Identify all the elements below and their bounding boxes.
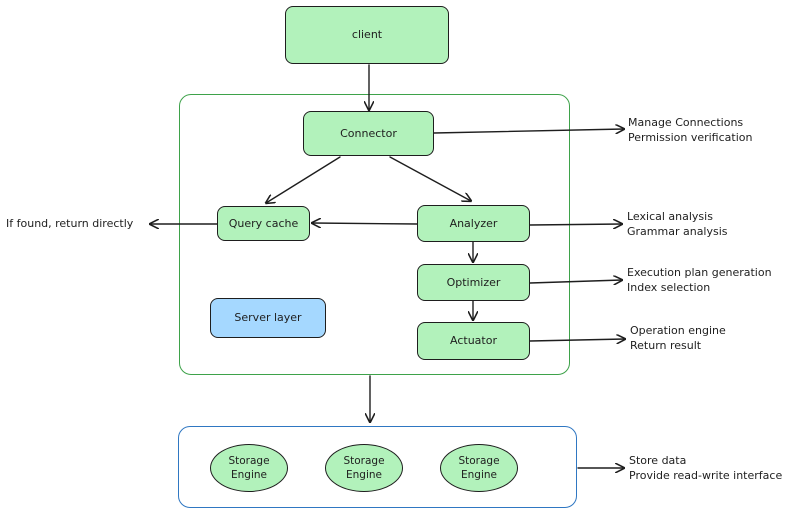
storage-engine-2: Storage Engine: [325, 444, 403, 492]
analyzer-node: Analyzer: [417, 205, 530, 242]
query-cache-node: Query cache: [217, 206, 310, 241]
storage-engine-3-line2: Engine: [461, 469, 497, 481]
storage-engine-1: Storage Engine: [210, 444, 288, 492]
optimizer-note-line2: Index selection: [627, 281, 711, 294]
edge-actuator-note: [529, 339, 625, 341]
optimizer-label: Optimizer: [446, 275, 501, 289]
server-layer-label: Server layer: [234, 311, 302, 324]
storage-engine-1-line1: Storage: [228, 455, 270, 467]
edge-analyzer-note: [529, 224, 622, 225]
edge-analyzer-query-cache: [312, 223, 418, 224]
connector-node: Connector: [303, 111, 434, 156]
analyzer-label: Analyzer: [449, 216, 498, 230]
storage-engine-3: Storage Engine: [440, 444, 518, 492]
optimizer-node: Optimizer: [417, 264, 530, 301]
storage-layer-region: [178, 426, 577, 508]
optimizer-note-line1: Execution plan generation: [627, 266, 772, 279]
analyzer-note-line1: Lexical analysis: [627, 210, 713, 223]
storage-engine-2-line1: Storage: [343, 455, 385, 467]
analyzer-note: Lexical analysis Grammar analysis: [627, 209, 728, 239]
connector-note-line2: Permission verification: [628, 131, 753, 144]
query-cache-note: If found, return directly: [6, 216, 133, 231]
client-label: client: [351, 28, 383, 41]
actuator-note-line1: Operation engine: [630, 324, 726, 337]
optimizer-note: Execution plan generation Index selectio…: [627, 265, 772, 295]
client-node: client: [285, 6, 449, 64]
storage-note-line1: Store data: [629, 454, 687, 467]
server-layer-region: [179, 94, 570, 375]
actuator-label: Actuator: [450, 334, 497, 347]
storage-engine-2-line2: Engine: [346, 469, 382, 481]
edge-connector-note: [433, 129, 624, 133]
server-layer-node: Server layer: [210, 298, 326, 338]
actuator-note-line2: Return result: [630, 339, 702, 352]
edge-connector-query-cache: [266, 156, 341, 203]
storage-engine-1-line2: Engine: [231, 469, 267, 481]
connector-note-line1: Manage Connections: [628, 116, 744, 129]
storage-engine-3-line1: Storage: [458, 455, 500, 467]
storage-note: Store data Provide read-write interface: [629, 453, 782, 483]
edge-connector-analyzer: [389, 156, 471, 201]
connector-label: Connector: [340, 126, 397, 140]
storage-note-line2: Provide read-write interface: [629, 469, 783, 482]
query-cache-note-text: If found, return directly: [6, 217, 134, 230]
actuator-note: Operation engine Return result: [630, 323, 726, 353]
query-cache-label: Query cache: [228, 216, 299, 230]
actuator-node: Actuator: [417, 322, 530, 360]
connector-note: Manage Connections Permission verificati…: [628, 115, 752, 145]
edge-optimizer-note: [529, 280, 622, 283]
analyzer-note-line2: Grammar analysis: [627, 225, 728, 238]
